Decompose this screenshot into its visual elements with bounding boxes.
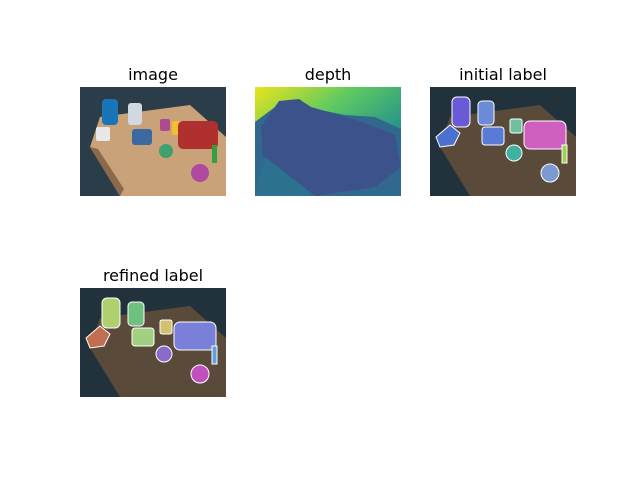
panel-title-initial-label: initial label — [459, 65, 547, 84]
depth-map — [255, 87, 401, 196]
refined-label-overlay — [80, 288, 226, 397]
panel-title-image: image — [128, 65, 178, 84]
initial-label-overlay — [430, 87, 576, 196]
image-photo — [80, 87, 226, 196]
panel-title-refined-label: refined label — [102, 266, 204, 285]
panel-title-depth: depth — [304, 65, 352, 84]
